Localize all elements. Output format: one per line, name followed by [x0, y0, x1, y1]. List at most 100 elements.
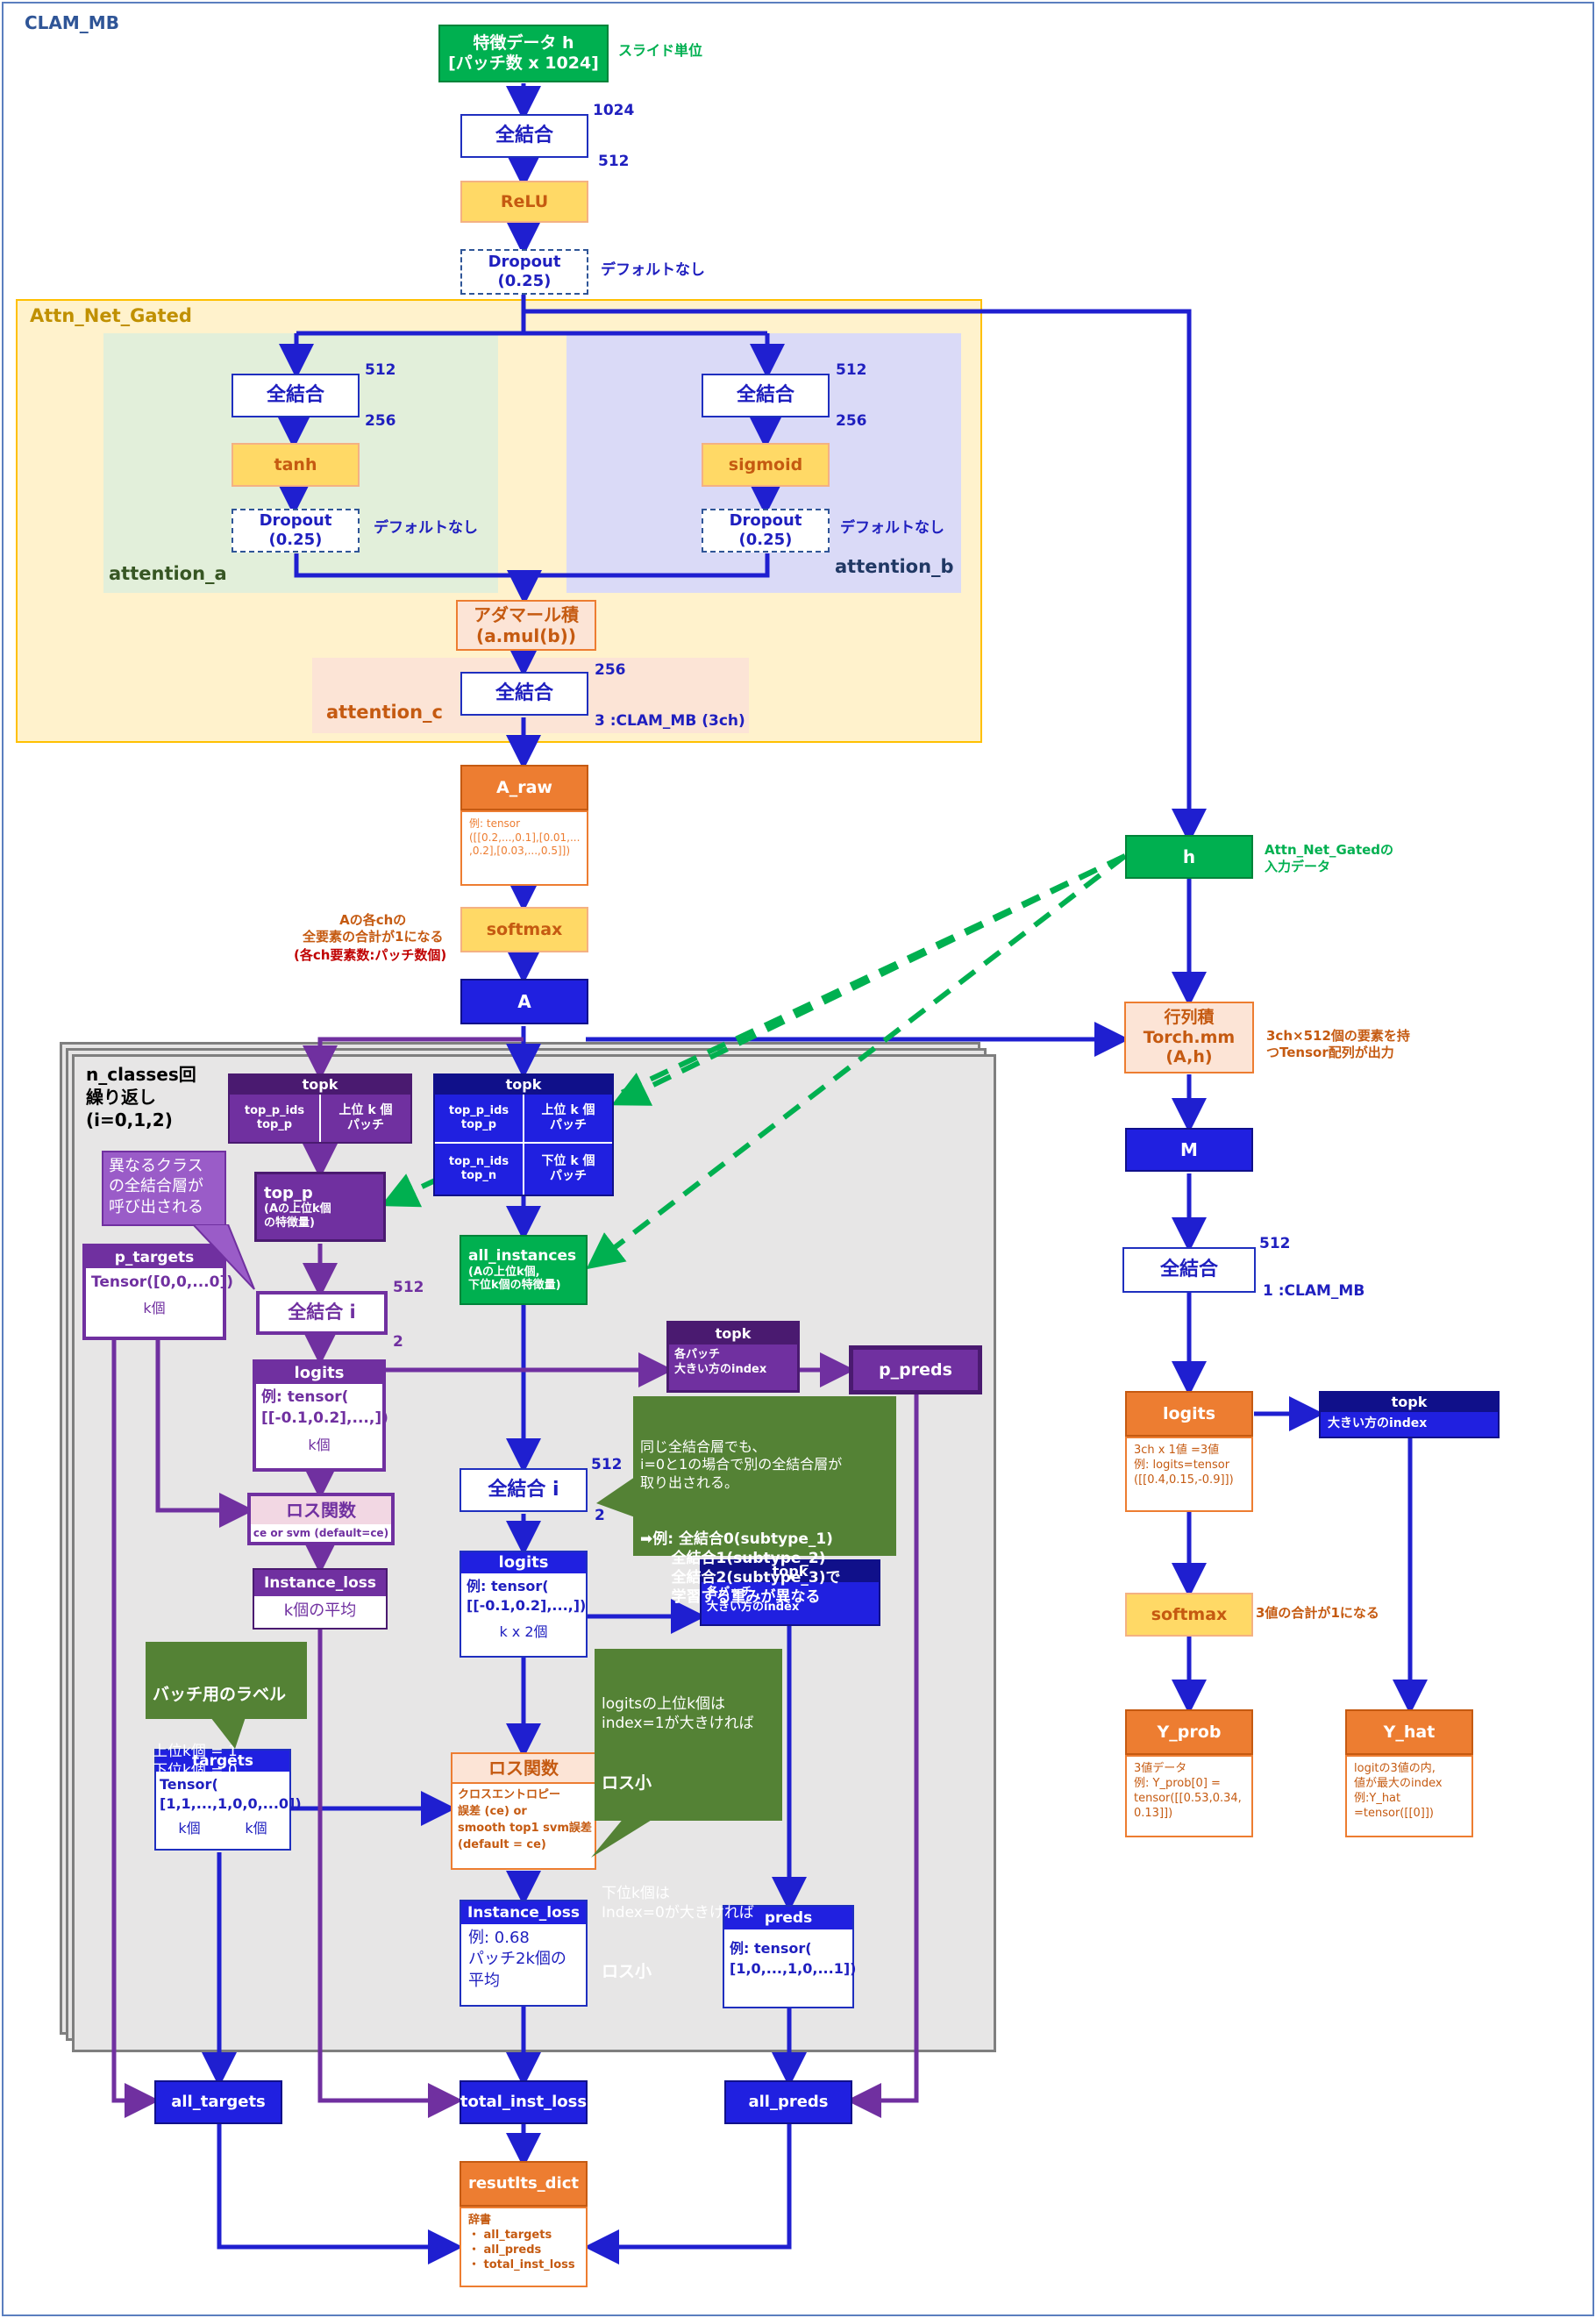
callout-same-fc-tail	[596, 1477, 635, 1517]
dim-512-top: 512	[598, 153, 630, 170]
dim-512-right: 512	[1259, 1235, 1291, 1252]
topk-main-r2-left: top_n_ids top_n	[435, 1144, 524, 1195]
fc-b-node: 全結合	[702, 374, 830, 417]
callout-loss-note-3: 下位k個は Index=0が大きければ	[602, 1884, 754, 1922]
results-dict-detail: 辞書 ・ all_targets ・ all_preds ・ total_ins…	[460, 2207, 588, 2287]
callout-batch-label-tail	[210, 1717, 246, 1749]
h-node: h	[1125, 835, 1253, 879]
dropout-b-node: Dropout (0.25)	[702, 509, 830, 553]
instance-loss-left-node: Instance_loss k個の平均	[253, 1568, 388, 1630]
dim-256-a: 256	[365, 412, 396, 430]
attention-c-title: attention_c	[326, 702, 444, 723]
dim-512-a: 512	[365, 361, 396, 379]
targets-node: targets Tensor( [1,1,...,1,0,0,...0]) k個…	[154, 1749, 302, 1851]
all-instances-node: all_instances (Aの上位k個, 下位k個の特徴量)	[460, 1235, 588, 1305]
hadamard-node: アダマール積 (a.mul(b))	[456, 600, 596, 651]
p-targets-title: p_targets	[86, 1247, 223, 1268]
topk-p: topk top_p_ids top_p 上位 k 個 パッチ	[228, 1073, 412, 1144]
topk-right-title: topk	[1321, 1393, 1498, 1412]
page-title: CLAM_MB	[25, 12, 119, 33]
fc-right-node: 全結合	[1122, 1247, 1256, 1293]
p-targets-node: p_targets Tensor([0,0,...0]) k個	[82, 1244, 234, 1340]
loss-center-detail: クロスエントロピー 誤差 (ce) or smooth top1 svm誤差 (…	[458, 1788, 592, 1851]
features-node: 特徴データ h [パッチ数 x 1024]	[438, 25, 609, 82]
callout-loss-note-tail	[591, 1817, 656, 1858]
topk-center: topk 各パッチ 大きい方のindex	[700, 1559, 880, 1626]
topk-right-body: 大きい方のindex	[1328, 1416, 1428, 1430]
dim-1-right: 1 :CLAM_MB	[1263, 1282, 1365, 1300]
matmul-note: 3ch×512個の要素を持 つTensor配列が出力	[1266, 1028, 1410, 1060]
logits-center-title: logits	[461, 1552, 586, 1573]
default-none-main: デフォルトなし	[601, 261, 705, 279]
fc-i-center-node: 全結合 i	[460, 1468, 588, 1512]
wire-split-h	[524, 309, 1207, 844]
attn-net-gated-title: Attn_Net_Gated	[30, 305, 192, 326]
softmax-right-node: softmax	[1125, 1593, 1253, 1637]
topk-main-r1-left: top_p_ids top_p	[435, 1095, 524, 1144]
loss-center-title: ロス関数	[452, 1754, 595, 1784]
attention-b-title: attention_b	[835, 556, 954, 577]
instance-loss-center-detail: 例: 0.68 パッチ2k個の 平均	[468, 1929, 566, 1990]
a-raw-detail: 例: tensor ([[0.2,...,0.1],[0.01,... ,0.2…	[460, 810, 588, 886]
callout-batch-label-body: 上位k個 = 1 下位k個 = 0	[153, 1742, 238, 1780]
callout-batch-label-title: バッチ用のラベル	[153, 1684, 287, 1704]
topk-p-left: top_p_ids top_p	[230, 1095, 321, 1142]
y-prob-detail: 3値データ 例: Y_prob[0] = tensor([[0.53,0.34,…	[1125, 1755, 1253, 1837]
p-targets-detail: Tensor([0,0,...0])	[91, 1273, 234, 1291]
dim-2-center: 2	[595, 1507, 605, 1524]
all-instances-label: all_instances	[468, 1247, 577, 1266]
wire-alltargets-results	[217, 2122, 463, 2265]
wire-ppreds-allpreds	[846, 1394, 919, 2118]
targets-detail: Tensor( [1,1,...,1,0,0,...0])	[160, 1776, 302, 1812]
logits-right-node: logits	[1125, 1391, 1253, 1437]
callout-loss-note: logitsの上位k個は index=1が大きければ ロス小 下位k個は Ind…	[595, 1649, 782, 1981]
wire-dropout-a-merge	[294, 553, 524, 578]
callout-same-fc-body: 同じ全結合層でも、 i=0と1の場合で別の全結合層が 取り出される。	[640, 1437, 843, 1492]
attention-a-title: attention_a	[109, 563, 227, 584]
default-none-b: デフォルトなし	[840, 519, 944, 537]
top-p-node: top_p (Aの上位k個 の特徴量)	[254, 1172, 386, 1242]
loss-left-title: ロス関数	[251, 1496, 391, 1524]
logits-left-detail: 例: tensor( [[-0.1,0.2],...,])	[261, 1388, 388, 1427]
logits-center-detail: 例: tensor( [[-0.1,0.2],...,])	[467, 1578, 587, 1615]
relu-node: ReLU	[460, 181, 588, 223]
callout-loss-note-4: ロス小	[602, 1962, 652, 1981]
topk-center-body: 各パッチ 大きい方のindex	[707, 1586, 800, 1614]
softmax-right-note: 3値の合計が1になる	[1256, 1605, 1379, 1621]
instance-loss-left-detail: k個の平均	[283, 1601, 357, 1620]
topk-pp: topk 各パッチ 大きい方のindex	[666, 1321, 800, 1393]
loss-left-detail: ce or svm (default=ce)	[253, 1527, 389, 1539]
topk-main-r1-right: 上位 k 個 パッチ	[524, 1095, 612, 1144]
h-input-label: Attn_Net_Gatedの 入力データ	[1265, 842, 1394, 874]
A-node: A	[460, 979, 588, 1024]
callout-loss-note-2: ロス小	[602, 1772, 652, 1793]
wire-instloss-total-left	[317, 1630, 463, 2118]
tanh-node: tanh	[232, 443, 360, 487]
wire-dropout-b-merge	[524, 553, 770, 578]
topk-main: topk top_p_ids top_p 上位 k 個 パッチ top_n_id…	[433, 1073, 614, 1196]
a-raw-node: A_raw	[460, 765, 588, 810]
softmax-note: Aの各chの 全要素の合計が1になる	[303, 912, 444, 945]
dropout-main-node: Dropout (0.25)	[460, 249, 588, 295]
topk-p-title: topk	[230, 1075, 410, 1095]
slide-unit-label: スライド単位	[618, 42, 703, 59]
softmax-a-node: softmax	[460, 907, 588, 952]
logits-center-node: logits 例: tensor( [[-0.1,0.2],...,]) k x…	[460, 1551, 588, 1658]
fc-c-node: 全結合	[460, 672, 588, 716]
callout-same-fc-bold: ➡例: 全結合0(subtype_1) 全結合1(subtype_2) 全結合2…	[640, 1530, 841, 1606]
M-node: M	[1125, 1128, 1253, 1172]
instance-loss-center-node: Instance_loss 例: 0.68 パッチ2k個の 平均	[460, 1900, 588, 2007]
wire-allpreds-results	[584, 2122, 792, 2265]
y-hat-node: Y_hat	[1345, 1709, 1473, 1755]
sigmoid-node: sigmoid	[702, 443, 830, 487]
callout-loss-note-1: logitsの上位k個は index=1が大きければ	[602, 1695, 754, 1733]
callout-batch-label: バッチ用のラベル 上位k個 = 1 下位k個 = 0	[146, 1642, 307, 1780]
top-p-detail: (Aの上位k個 の特徴量)	[264, 1202, 331, 1230]
logits-right-detail: 3ch x 1値 =3値 例: logits=tensor ([[0.4,0.1…	[1125, 1437, 1253, 1512]
dropout-a-node: Dropout (0.25)	[232, 509, 360, 553]
logits-left-k: k個	[308, 1436, 331, 1453]
all-instances-detail: (Aの上位k個, 下位k個の特徴量)	[468, 1265, 561, 1293]
dim-2-left: 2	[393, 1333, 403, 1351]
